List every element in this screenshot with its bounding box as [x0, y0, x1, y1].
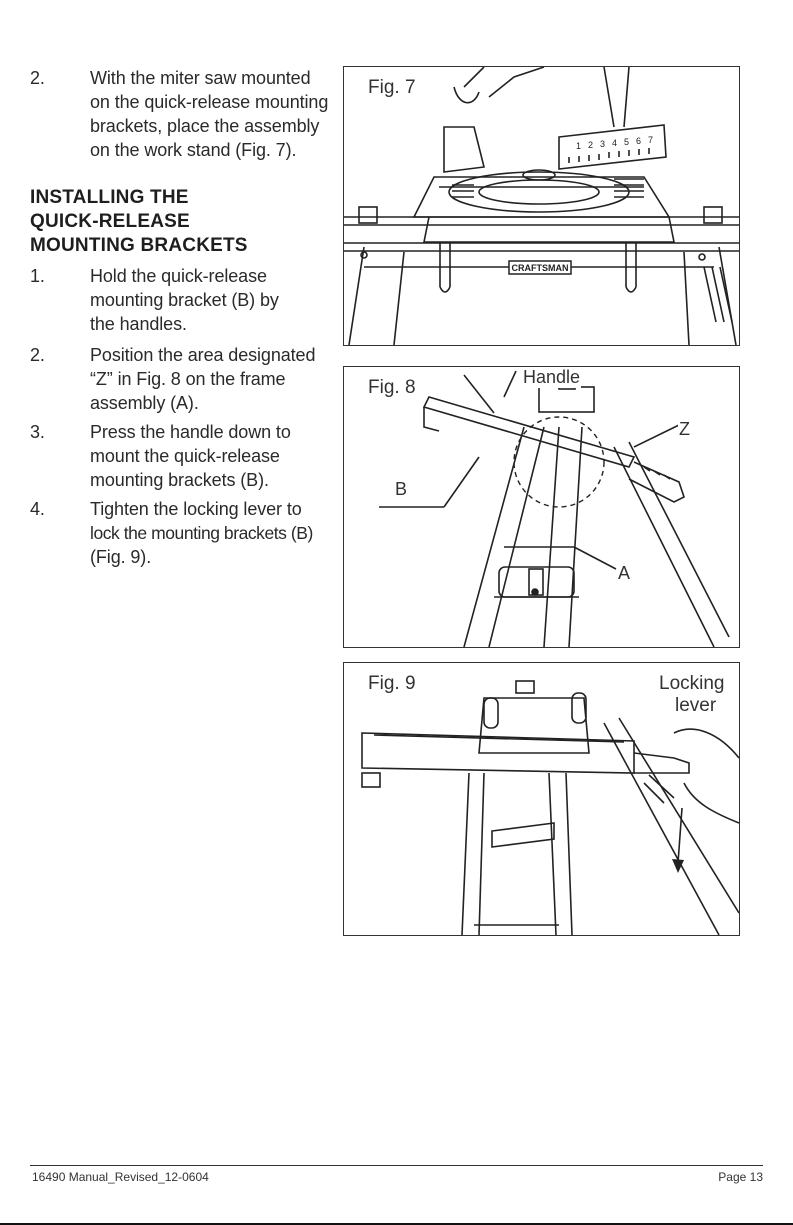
- callout-z: Z: [678, 419, 691, 440]
- step-line: brackets, place the assembly: [90, 116, 320, 136]
- step-line: Hold the quick-release: [90, 266, 267, 286]
- heading-line: MOUNTING BRACKETS: [30, 235, 248, 256]
- step-number: 1.: [30, 266, 45, 286]
- step-line: With the miter saw mounted: [90, 68, 311, 88]
- step-line: on the work stand (Fig. 7).: [90, 140, 297, 160]
- callout-handle: Handle: [522, 367, 582, 388]
- scale-number: 4: [612, 138, 617, 148]
- step-number: 4.: [30, 499, 45, 519]
- step-line: the handles.: [90, 314, 187, 334]
- scale-number: 7: [648, 135, 653, 145]
- step-line: assembly (A).: [90, 393, 199, 413]
- step-line: lock the mounting brackets (B): [90, 523, 313, 543]
- callout-lever: lever: [674, 695, 718, 717]
- footer-rule: [30, 1165, 763, 1166]
- step-line: mounting bracket (B) by: [90, 290, 279, 310]
- heading-line: QUICK-RELEASE: [30, 211, 190, 232]
- step-line: Tighten the locking lever to: [90, 499, 302, 519]
- scale-number: 5: [624, 137, 629, 147]
- page-edge-rule: [0, 1223, 793, 1225]
- callout-locking: Locking: [658, 673, 726, 695]
- step-line: “Z” in Fig. 8 on the frame: [90, 369, 286, 389]
- figure-9: Fig. 9 Locking lever: [343, 662, 740, 936]
- step-4: 4. Tighten the locking lever to lock the…: [30, 497, 345, 569]
- callout-b: B: [394, 479, 409, 500]
- step-line: mounting brackets (B).: [90, 470, 269, 490]
- footer-document-name: 16490 Manual_Revised_12-0604: [32, 1170, 209, 1184]
- intro-step: 2. With the miter saw mounted on the qui…: [30, 66, 345, 162]
- step-line: Press the handle down to: [90, 422, 291, 442]
- step-line: mount the quick-release: [90, 446, 280, 466]
- scale-number: 6: [636, 136, 641, 146]
- scale-number: 1: [576, 141, 581, 151]
- figure-label: Fig. 9: [366, 673, 418, 695]
- scale-number: 2: [588, 140, 593, 150]
- step-line: (Fig. 9).: [90, 547, 152, 567]
- heading-line: INSTALLING THE: [30, 187, 189, 208]
- figure-8: Fig. 8 Handle Z B A: [343, 366, 740, 648]
- bracket-placement-illustration: [379, 370, 730, 647]
- callout-a: A: [617, 563, 632, 584]
- step-2: 2. Position the area designated “Z” in F…: [30, 343, 345, 415]
- figure-7: CRAFTSMAN 1 2 3 4 5 6 7 Fig. 7: [343, 66, 740, 346]
- brand-label: CRAFTSMAN: [512, 263, 569, 273]
- step-1: 1. Hold the quick-release mounting brack…: [30, 264, 345, 336]
- step-number: 2.: [30, 345, 45, 365]
- step-number: 3.: [30, 422, 45, 442]
- figure-label: Fig. 7: [366, 77, 418, 99]
- scale-number: 3: [600, 139, 605, 149]
- step-line: Position the area designated: [90, 345, 316, 365]
- section-heading: INSTALLING THE QUICK-RELEASE MOUNTING BR…: [30, 186, 330, 258]
- step-line: on the quick-release mounting: [90, 92, 329, 112]
- step-3: 3. Press the handle down to mount the qu…: [30, 420, 345, 492]
- step-number: 2.: [30, 68, 45, 88]
- miter-saw-illustration: CRAFTSMAN 1 2 3 4 5 6 7: [344, 67, 739, 345]
- footer-page-number: Page 13: [718, 1170, 763, 1184]
- locking-lever-illustration: [361, 680, 739, 935]
- figure-label: Fig. 8: [366, 377, 418, 399]
